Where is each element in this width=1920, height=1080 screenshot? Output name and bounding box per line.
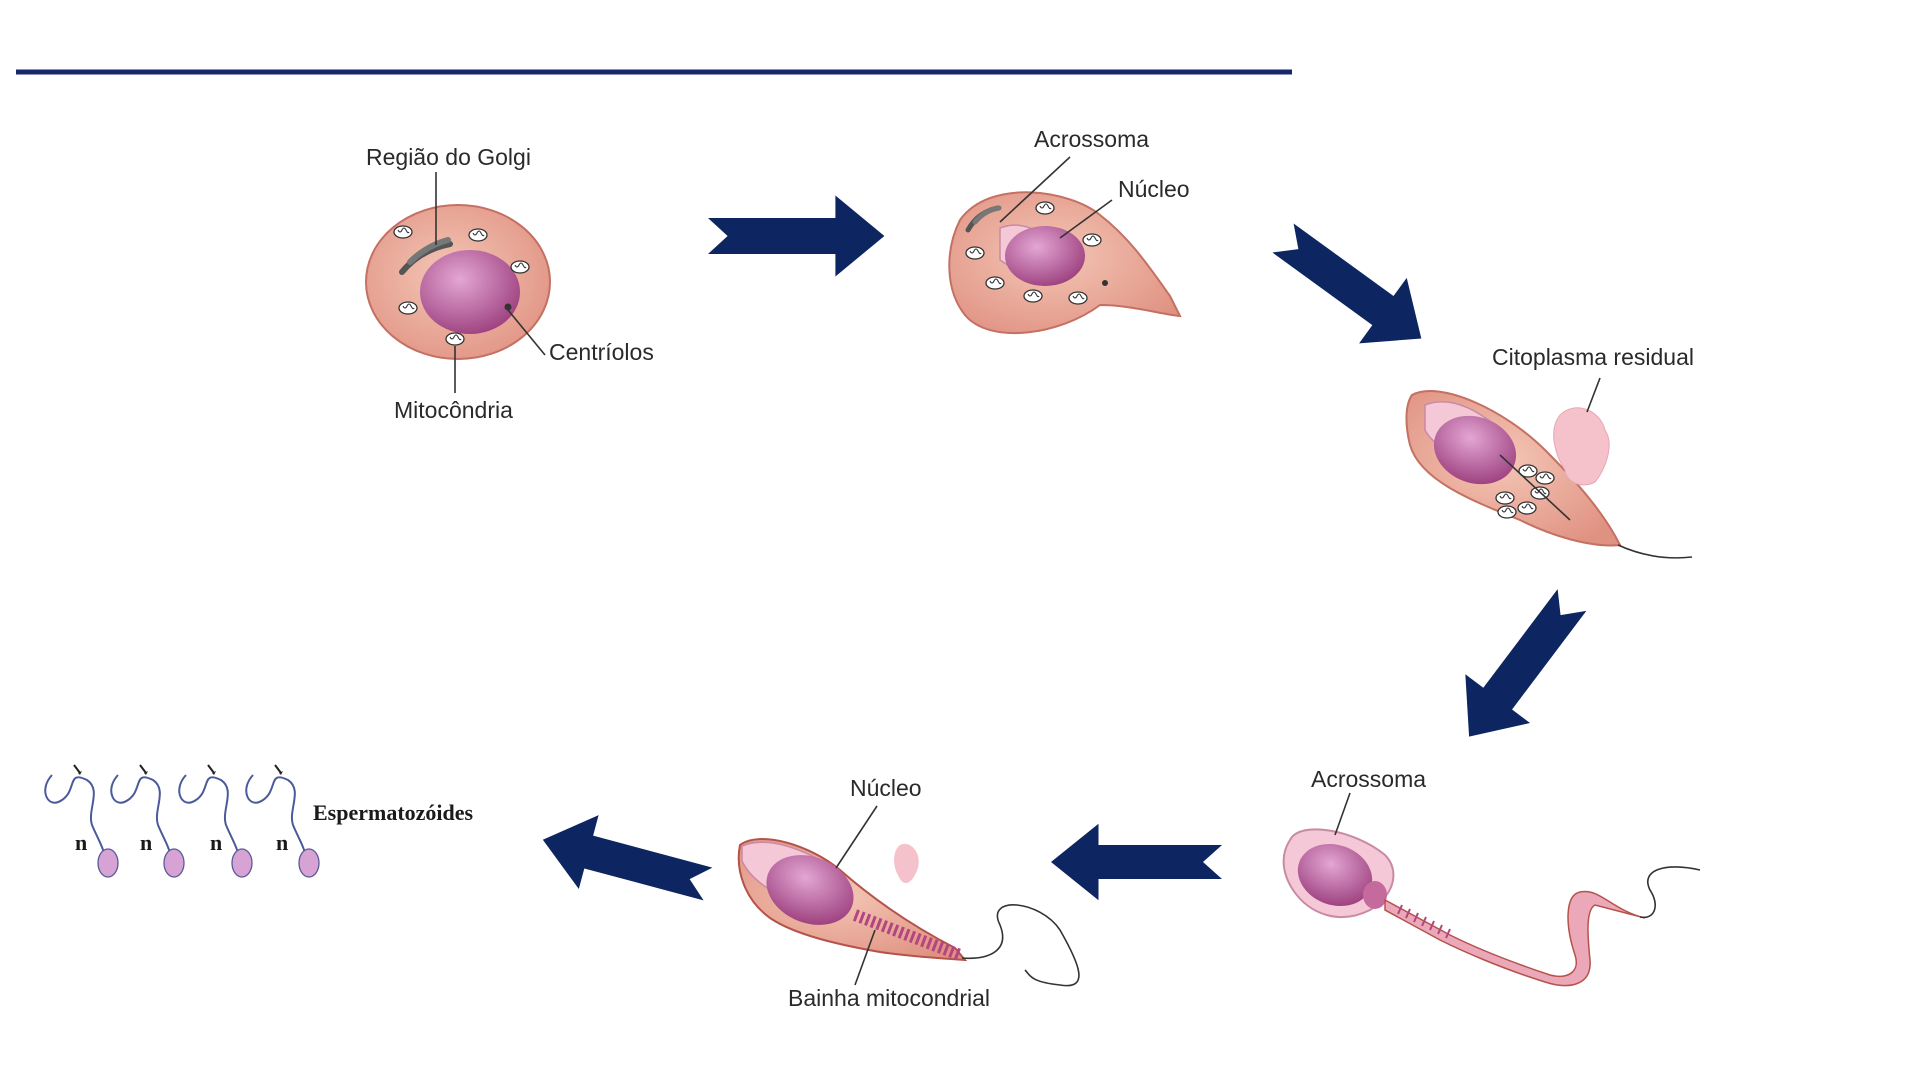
stage-6-spermatozoa: n n n n Espermatozóides [45,765,473,877]
down-right-arrow-icon [1259,205,1445,371]
mitochondrial-sheath-label: Bainha mitocondrial [788,985,990,1011]
stage-5-spermatid: Núcleo Bainha mitocondrial [739,775,1079,1011]
spermatozoon [179,765,252,877]
right-arrow-icon [708,196,884,277]
stage-4-sperm: Acrossoma [1284,766,1700,986]
spermatozoon [111,765,184,877]
stage-2-nucleus-label: Núcleo [1118,176,1190,202]
left-arrow-icon [533,803,718,921]
centriole-icon [505,304,512,311]
left-arrow-icon [1051,824,1222,901]
spermatozoon [45,765,118,877]
stage-3-spermatid: Citoplasma residual [1406,344,1694,558]
spermatozoa-label: Espermatozóides [313,800,474,825]
ploidy-label: n [276,830,288,855]
golgi-label: Região do Golgi [366,144,531,170]
stage-1-spermatid: Região do Golgi Centríolos Mitocôndria [366,144,654,423]
residual-cytoplasm-label: Citoplasma residual [1492,344,1694,370]
ploidy-label: n [210,830,222,855]
centrioles-label: Centríolos [549,339,654,365]
stage-5-nucleus-label: Núcleo [850,775,922,801]
stage-2-acrosome-label: Acrossoma [1034,126,1149,152]
stage-4-acrosome-label: Acrossoma [1311,766,1426,792]
down-left-arrow-icon [1437,576,1605,761]
ploidy-label: n [75,830,87,855]
ploidy-label: n [140,830,152,855]
spermatozoon [246,765,319,877]
stage-1-nucleus [420,250,520,334]
stage-2-nucleus [1005,226,1085,286]
stage-2-spermatid: Acrossoma Núcleo [949,126,1189,333]
mitochondria-label: Mitocôndria [394,397,513,423]
